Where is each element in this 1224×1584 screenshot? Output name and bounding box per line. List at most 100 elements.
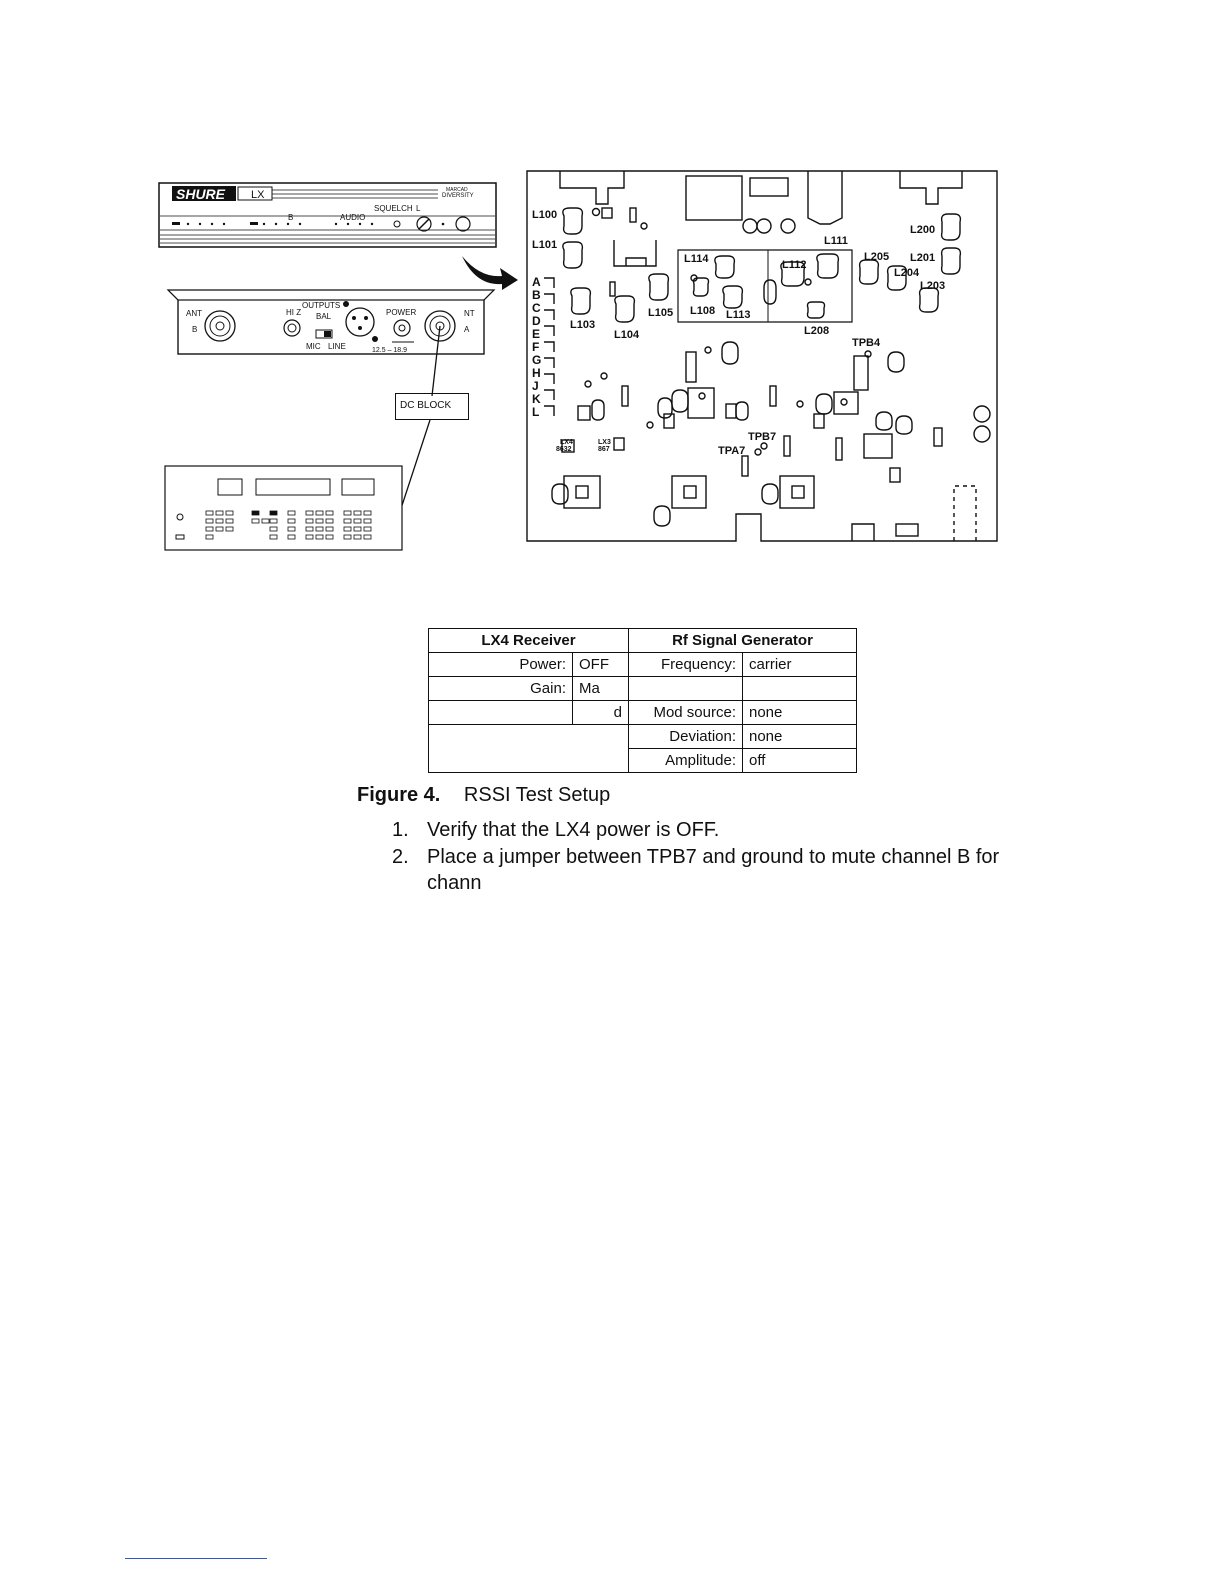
step-text: Place a jumper between TPB7 and ground t… (427, 846, 1000, 894)
table-cell: d (572, 700, 629, 725)
header-lx4-receiver: LX4 Receiver (428, 628, 629, 653)
antenna-b-connector (204, 310, 236, 342)
dc-block-label: DC BLOCK (400, 400, 452, 411)
receiver-front-panel: SHURE LX MARCAD DIVERSITY SQUELCH L B AU… (158, 182, 497, 248)
label-L112: L112 (782, 259, 806, 271)
outputs-label: OUTPUTS (302, 301, 340, 310)
table-cell: OFF (572, 652, 629, 677)
row-letter-f: F (532, 340, 539, 354)
row-letter-c: C (532, 301, 541, 315)
table-header-row: LX4 Receiver Rf Signal Generator (428, 628, 857, 653)
mic-label: MIC (306, 342, 321, 351)
step-text: Verify that the LX4 power is OFF. (427, 819, 720, 841)
table-row: Amplitude: off (429, 748, 857, 773)
row-letter-j: J (532, 379, 539, 393)
table-cell: Frequency: (628, 652, 743, 677)
display-window-3 (341, 478, 375, 496)
label-L201: L201 (910, 252, 935, 264)
brand-logo: SHURE (176, 186, 226, 202)
line-label: LINE (328, 342, 346, 351)
label-L105: L105 (648, 307, 673, 319)
label-TPA7: TPA7 (718, 445, 745, 457)
zoom-arrow (462, 256, 518, 290)
hiz-label: HI Z (286, 308, 301, 317)
circuit-board: L100 L101 L103 L104 L105 L108 L111 L112 … (526, 170, 998, 542)
table-cell: off (742, 748, 857, 773)
hiz-jack (283, 319, 301, 337)
figure-number: Figure 4. (357, 784, 441, 806)
lx3-tag-line1: LX3 (598, 439, 611, 446)
table-cell: Mod source: (628, 700, 743, 725)
label-L203: L203 (920, 280, 945, 292)
row-letter-k: K (532, 392, 541, 406)
squelch-knob (393, 220, 401, 228)
table-cell: none (742, 700, 857, 725)
table-cell (428, 700, 573, 725)
channel-b-label: B (288, 213, 293, 222)
power-label: POWER (386, 308, 416, 317)
label-L205: L205 (864, 251, 889, 263)
display-window-2 (255, 478, 331, 496)
label-L111: L111 (824, 235, 848, 247)
table-cell: none (742, 724, 857, 749)
bal-label: BAL (316, 312, 332, 321)
row-letter-g: G (532, 353, 541, 367)
table-row: Power: OFF Frequency: carrier (428, 652, 857, 677)
squelch-label: SQUELCH (374, 204, 413, 213)
list-item: 2. Place a jumper between TPB7 and groun… (392, 844, 1012, 896)
label-L204: L204 (894, 267, 920, 279)
table-cell: Deviation: (628, 724, 743, 749)
label-TPB7: TPB7 (748, 431, 776, 443)
table-cell: Amplitude: (628, 748, 743, 773)
label-L100: L100 (532, 209, 557, 221)
row-letter-l: L (532, 405, 539, 419)
row-letter-d: D (532, 314, 541, 328)
row-letter-e: E (532, 327, 540, 341)
lx4-tag-line1: LX4 (560, 439, 573, 446)
label-L113: L113 (726, 309, 750, 321)
table-row: Deviation: none (428, 724, 857, 773)
row-letter-h: H (532, 366, 541, 380)
label-L101: L101 (532, 239, 557, 251)
receiver-rear-panel: ANT B HI Z OUTPUTS BAL MIC LINE POWER 12… (166, 289, 496, 355)
ant-a-label: NT (464, 309, 475, 318)
table-cell (628, 676, 743, 701)
antenna-a-connector (424, 310, 456, 342)
procedure-steps: 1. Verify that the LX4 power is OFF. 2. … (392, 817, 1012, 897)
footnote-rule (125, 1558, 267, 1559)
figure-caption: Figure 4. RSSI Test Setup (357, 784, 610, 807)
diversity-label-2: DIVERSITY (442, 193, 474, 199)
channel-l-label: L (416, 204, 421, 213)
ant-b-label: ANT (186, 309, 202, 318)
label-L114: L114 (684, 253, 709, 265)
row-letter-a: A (532, 275, 541, 289)
ant-b-letter: B (192, 325, 197, 334)
list-item: 1. Verify that the LX4 power is OFF. (392, 817, 1012, 843)
table-cell-empty (428, 724, 629, 773)
label-L108: L108 (690, 305, 715, 317)
header-rf-signal-generator: Rf Signal Generator (628, 628, 857, 653)
display-window-1 (217, 478, 243, 496)
mic-line-switch (315, 329, 333, 339)
ant-a-letter: A (464, 325, 470, 334)
label-L208: L208 (804, 325, 829, 337)
label-L104: L104 (614, 329, 640, 341)
audio-label: AUDIO (340, 213, 365, 222)
table-row: d Mod source: none (428, 700, 857, 725)
xlr-output (345, 307, 375, 337)
label-L103: L103 (570, 319, 595, 331)
label-L200: L200 (910, 224, 935, 236)
table-cell (742, 676, 857, 701)
rf-signal-generator (164, 465, 403, 551)
table-cell: carrier (742, 652, 857, 677)
lx4-tag-line2: 8632 (556, 446, 572, 453)
model-label: LX (251, 189, 265, 201)
label-TPB4: TPB4 (852, 337, 881, 349)
power-jack (393, 319, 411, 337)
setup-table: LX4 Receiver Rf Signal Generator Power: … (428, 628, 857, 773)
voltage-label: 12.5 – 18.9 (372, 347, 407, 354)
table-cell: Gain: (428, 676, 573, 701)
audio-knob (416, 216, 432, 232)
step-number: 2. (392, 846, 409, 868)
table-row: Gain: Ma (428, 676, 857, 701)
